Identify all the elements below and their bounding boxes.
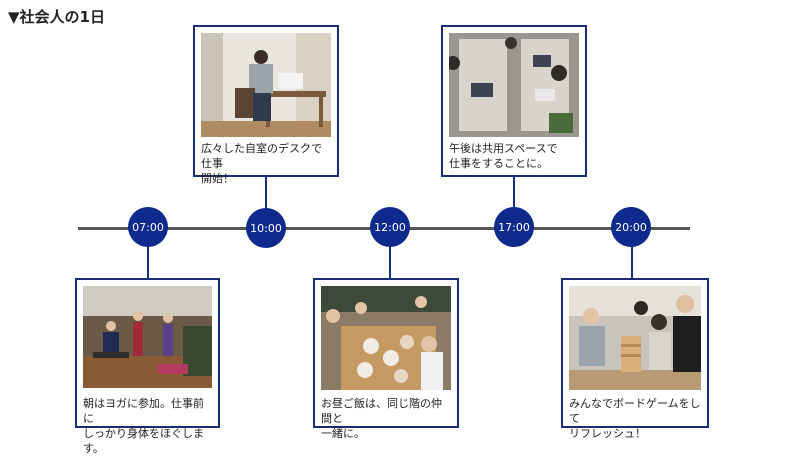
card-2000: みんなでボードゲームをして リフレッシュ！ [561,278,709,428]
board-game-photo [569,286,701,390]
time-dot-1700: 17:00 [494,207,534,247]
caption-2000: みんなでボードゲームをして リフレッシュ！ [569,396,701,441]
desk-work-photo [201,33,331,137]
connector-0700 [147,245,149,278]
page-title: ▼社会人の1日 [8,6,105,27]
card-0700: 朝はヨガに参加。仕事前に しっかり身体をほぐします。 [75,278,220,428]
card-1700: 午後は共用スペースで 仕事をすることに。 [441,25,587,177]
caption-0700: 朝はヨガに参加。仕事前に しっかり身体をほぐします。 [83,396,212,456]
caption-1200: お昼ご飯は、同じ階の仲間と 一緒に。 [321,396,451,441]
card-1200: お昼ご飯は、同じ階の仲間と 一緒に。 [313,278,459,428]
caption-1000: 広々した自室のデスクで仕事 開始！ [201,141,331,186]
card-1000: 広々した自室のデスクで仕事 開始！ [193,25,339,177]
connector-1200 [389,245,391,278]
time-dot-1200: 12:00 [370,207,410,247]
yoga-photo [83,286,212,388]
connector-2000 [631,245,633,278]
lunch-photo [321,286,451,390]
time-dot-0700: 07:00 [128,207,168,247]
time-dot-1000: 10:00 [246,208,286,248]
time-dot-2000: 20:00 [611,207,651,247]
connector-1700 [513,176,515,209]
caption-1700: 午後は共用スペースで 仕事をすることに。 [449,141,579,171]
coworking-photo [449,33,579,137]
